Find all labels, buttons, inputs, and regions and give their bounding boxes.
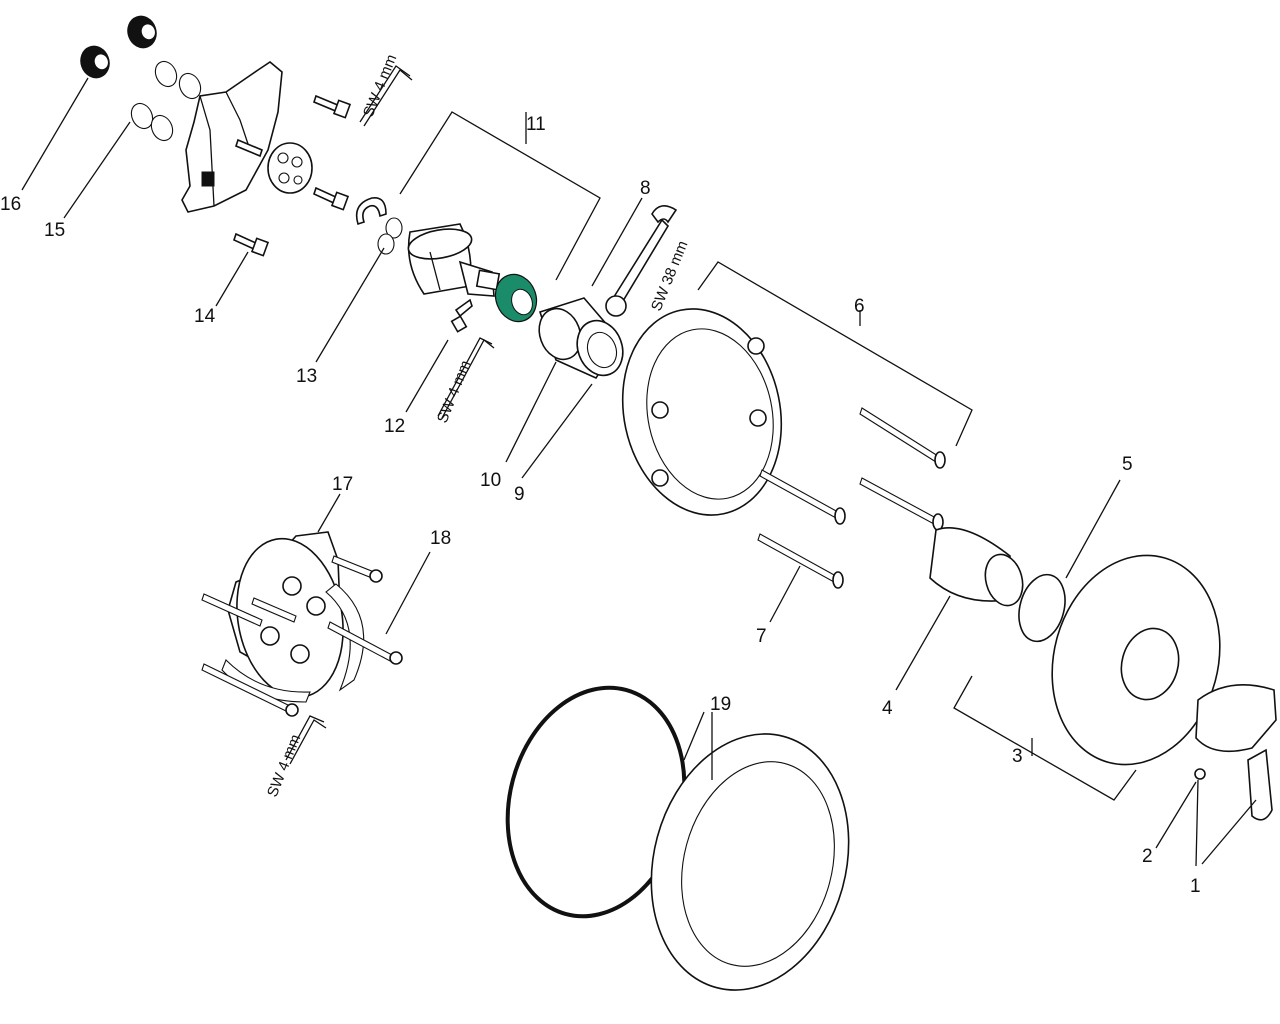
callout-12: 12 — [384, 416, 405, 437]
long-screws — [757, 407, 946, 589]
callout-5: 5 — [1122, 454, 1133, 475]
callout-3: 3 — [1012, 746, 1023, 767]
green-nut — [494, 273, 538, 323]
lever-handle-1 — [1195, 684, 1277, 821]
callout-13: 13 — [296, 366, 317, 387]
hex-key-mid: SW 4 mm — [434, 337, 495, 425]
callout-19: 19 — [710, 694, 731, 715]
callout-6: 6 — [854, 296, 865, 317]
callout-16: 16 — [0, 194, 21, 215]
screw-14 — [233, 232, 270, 257]
leader-lines — [21, 77, 1257, 867]
callout-4: 4 — [882, 698, 893, 719]
part-15-orings — [130, 60, 202, 142]
callout-17: 17 — [332, 474, 353, 495]
callout-8: 8 — [640, 178, 651, 199]
callout-2: 2 — [1142, 846, 1153, 867]
hex-key-top: SW 4 mm — [359, 52, 413, 127]
part-13-clip — [355, 197, 403, 255]
cartridge — [407, 223, 501, 297]
screw-middle — [313, 186, 350, 211]
callout-1: 1 — [1190, 876, 1201, 897]
callout-10: 10 — [480, 470, 501, 491]
callout-11: 11 — [526, 114, 546, 135]
trim-plate-3 — [1051, 554, 1221, 766]
callout-18: 18 — [430, 528, 451, 549]
callout-9: 9 — [514, 484, 525, 505]
hex-key-bottom: SW 4 mm — [264, 715, 327, 799]
screw-2 — [1194, 768, 1206, 780]
screw-upper — [313, 94, 352, 119]
ring-19 — [505, 685, 850, 991]
screw-body-side — [235, 138, 263, 158]
callout-15: 15 — [44, 220, 65, 241]
tool-label-sw4-bottom: SW 4 mm — [264, 732, 304, 799]
oring-5 — [1018, 573, 1066, 643]
part-16-nuts — [80, 15, 157, 79]
rough-in-module-17 — [201, 531, 403, 717]
callout-labels: 1 2 3 4 5 6 7 8 9 10 11 12 13 14 15 16 1… — [0, 114, 1201, 897]
tool-label-sw4-top: SW 4 mm — [360, 52, 400, 119]
callout-14: 14 — [194, 306, 216, 327]
mounting-ring-6 — [621, 308, 783, 516]
handle-sleeve-4 — [929, 527, 1024, 607]
wrench-8: SW 38 mm — [605, 205, 691, 317]
valve-body — [181, 61, 313, 213]
callout-7: 7 — [756, 626, 767, 647]
screw-12 — [450, 298, 473, 333]
sleeve-9-10 — [538, 297, 624, 380]
tool-label-sw4-mid: SW 4 mm — [434, 358, 474, 425]
